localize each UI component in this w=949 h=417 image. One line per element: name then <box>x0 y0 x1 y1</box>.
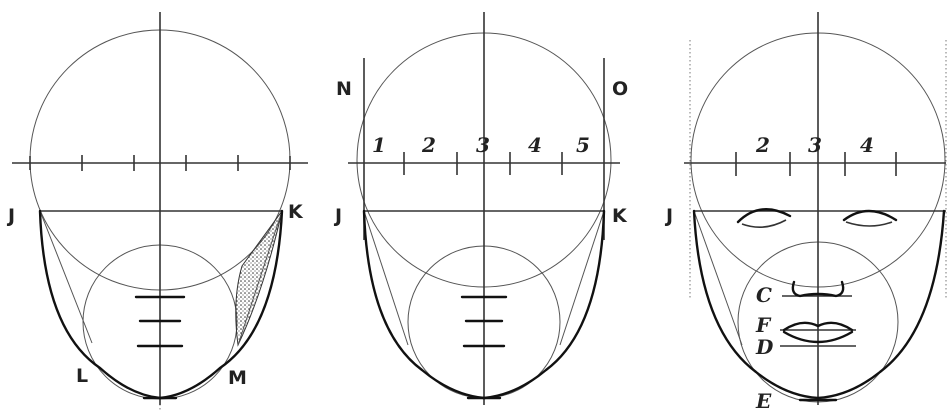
label-J: J <box>333 205 342 227</box>
axis-ticks <box>403 152 563 175</box>
label-M: M <box>228 367 247 389</box>
axis-ticks <box>29 155 291 171</box>
axis-ticks <box>735 152 897 176</box>
nose <box>782 280 852 298</box>
label-E: E <box>755 389 772 413</box>
number-4: 4 <box>528 133 542 157</box>
guide-right <box>559 210 605 346</box>
label-L: L <box>76 365 88 387</box>
number-4: 4 <box>860 133 874 157</box>
jaw-contour <box>692 209 946 400</box>
guide-J-to-L <box>39 210 93 344</box>
guide-left <box>693 210 743 346</box>
label-D: D <box>755 335 774 359</box>
number-2: 2 <box>421 133 436 157</box>
number-3: 3 <box>808 133 822 157</box>
label-K: K <box>612 205 628 227</box>
label-J: J <box>664 205 673 227</box>
guide-K-to-M <box>237 210 283 346</box>
right-eye <box>842 209 898 227</box>
number-1: 1 <box>372 133 386 157</box>
label-F: F <box>755 313 772 337</box>
label-C: C <box>756 283 772 307</box>
label-N: N <box>336 78 352 100</box>
panel-3: J C F D E 2 3 4 <box>664 12 947 413</box>
guide-left <box>363 210 409 346</box>
number-2: 2 <box>755 133 770 157</box>
panel-2: N O J K 1 2 3 4 5 <box>333 12 628 405</box>
number-5: 5 <box>576 133 590 157</box>
feature-marks <box>134 295 186 400</box>
mouth <box>780 321 856 347</box>
number-3: 3 <box>476 133 490 157</box>
label-J: J <box>6 205 15 227</box>
label-K: K <box>288 201 304 223</box>
left-eye <box>736 208 792 228</box>
panel-1: J K L M <box>6 12 308 412</box>
label-O: O <box>612 78 628 100</box>
feature-marks <box>460 295 508 400</box>
shaded-cheek-area <box>235 210 283 347</box>
